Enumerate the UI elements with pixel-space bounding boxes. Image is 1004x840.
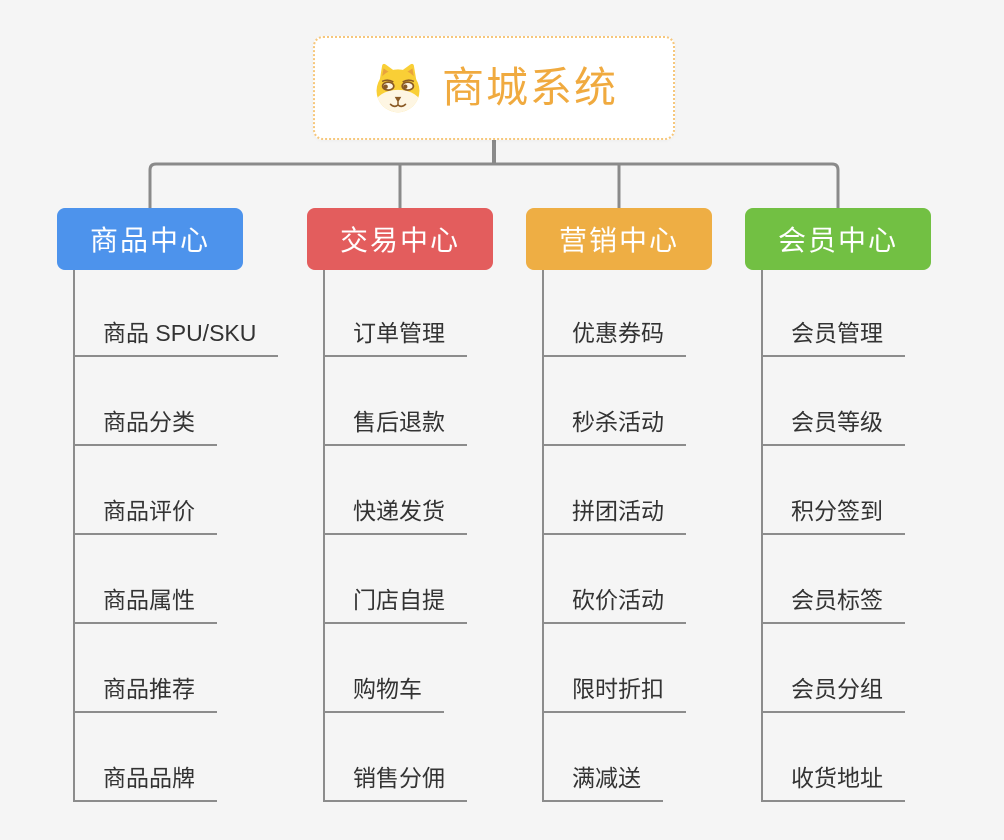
leaf-node[interactable]: 快递发货 bbox=[323, 489, 467, 535]
leaf-label: 会员分组 bbox=[791, 676, 883, 702]
root-title: 商城系统 bbox=[441, 64, 618, 111]
leaf-label: 会员等级 bbox=[791, 409, 883, 435]
branch-trunk-line bbox=[542, 270, 544, 802]
leaf-node[interactable]: 会员标签 bbox=[761, 578, 905, 624]
leaf-label: 商品品牌 bbox=[103, 765, 195, 791]
leaf-label: 门店自提 bbox=[353, 587, 445, 613]
leaf-label: 积分签到 bbox=[791, 498, 883, 524]
branch-label: 交易中心 bbox=[339, 225, 460, 256]
leaf-label: 秒杀活动 bbox=[572, 409, 664, 435]
leaf-node[interactable]: 购物车 bbox=[323, 667, 444, 713]
branch-trunk-line bbox=[761, 270, 763, 802]
leaf-label: 快递发货 bbox=[353, 498, 445, 524]
branch-trunk-line bbox=[73, 270, 75, 802]
leaf-label: 砍价活动 bbox=[572, 587, 664, 613]
leaf-node[interactable]: 优惠券码 bbox=[542, 311, 686, 357]
leaf-node[interactable]: 销售分佣 bbox=[323, 756, 467, 802]
leaf-node[interactable]: 订单管理 bbox=[323, 311, 467, 357]
leaf-node[interactable]: 会员等级 bbox=[761, 400, 905, 446]
root-node[interactable]: 商城系统 bbox=[313, 36, 675, 140]
branch-header-product-center[interactable]: 商品中心 bbox=[57, 208, 243, 270]
leaf-node[interactable]: 售后退款 bbox=[323, 400, 467, 446]
leaf-label: 订单管理 bbox=[353, 320, 445, 346]
leaf-label: 满减送 bbox=[572, 765, 641, 791]
leaf-label: 销售分佣 bbox=[353, 765, 445, 791]
leaf-label: 商品分类 bbox=[103, 409, 195, 435]
leaf-node[interactable]: 商品分类 bbox=[73, 400, 217, 446]
leaf-node[interactable]: 满减送 bbox=[542, 756, 663, 802]
leaf-node[interactable]: 积分签到 bbox=[761, 489, 905, 535]
leaf-node[interactable]: 商品品牌 bbox=[73, 756, 217, 802]
leaf-node[interactable]: 限时折扣 bbox=[542, 667, 686, 713]
leaf-label: 商品 SPU/SKU bbox=[103, 320, 257, 346]
leaf-label: 收货地址 bbox=[791, 765, 883, 791]
leaf-node[interactable]: 会员分组 bbox=[761, 667, 905, 713]
leaf-label: 售后退款 bbox=[353, 409, 445, 435]
leaf-label: 拼团活动 bbox=[572, 498, 664, 524]
leaf-label: 限时折扣 bbox=[572, 676, 664, 702]
branch-label: 商品中心 bbox=[89, 225, 210, 256]
doge-icon bbox=[370, 60, 426, 116]
leaf-node[interactable]: 会员管理 bbox=[761, 311, 905, 357]
leaf-node[interactable]: 商品属性 bbox=[73, 578, 217, 624]
leaf-node[interactable]: 商品推荐 bbox=[73, 667, 217, 713]
leaf-node[interactable]: 砍价活动 bbox=[542, 578, 686, 624]
leaf-node[interactable]: 拼团活动 bbox=[542, 489, 686, 535]
branch-label: 会员中心 bbox=[777, 225, 898, 256]
leaf-label: 商品属性 bbox=[103, 587, 195, 613]
leaf-node[interactable]: 商品 SPU/SKU bbox=[73, 311, 279, 357]
branch-header-member-center[interactable]: 会员中心 bbox=[745, 208, 931, 270]
leaf-label: 商品推荐 bbox=[103, 676, 195, 702]
branch-header-trade-center[interactable]: 交易中心 bbox=[307, 208, 493, 270]
leaf-node[interactable]: 商品评价 bbox=[73, 489, 217, 535]
leaf-label: 会员管理 bbox=[791, 320, 883, 346]
branch-label: 营销中心 bbox=[558, 225, 679, 256]
leaf-node[interactable]: 秒杀活动 bbox=[542, 400, 686, 446]
leaf-node[interactable]: 收货地址 bbox=[761, 756, 905, 802]
leaf-label: 优惠券码 bbox=[572, 320, 664, 346]
leaf-node[interactable]: 门店自提 bbox=[323, 578, 467, 624]
leaf-label: 商品评价 bbox=[103, 498, 195, 524]
leaf-label: 会员标签 bbox=[791, 587, 883, 613]
branch-trunk-line bbox=[323, 270, 325, 802]
leaf-label: 购物车 bbox=[353, 676, 422, 702]
branch-header-marketing-center[interactable]: 营销中心 bbox=[526, 208, 712, 270]
